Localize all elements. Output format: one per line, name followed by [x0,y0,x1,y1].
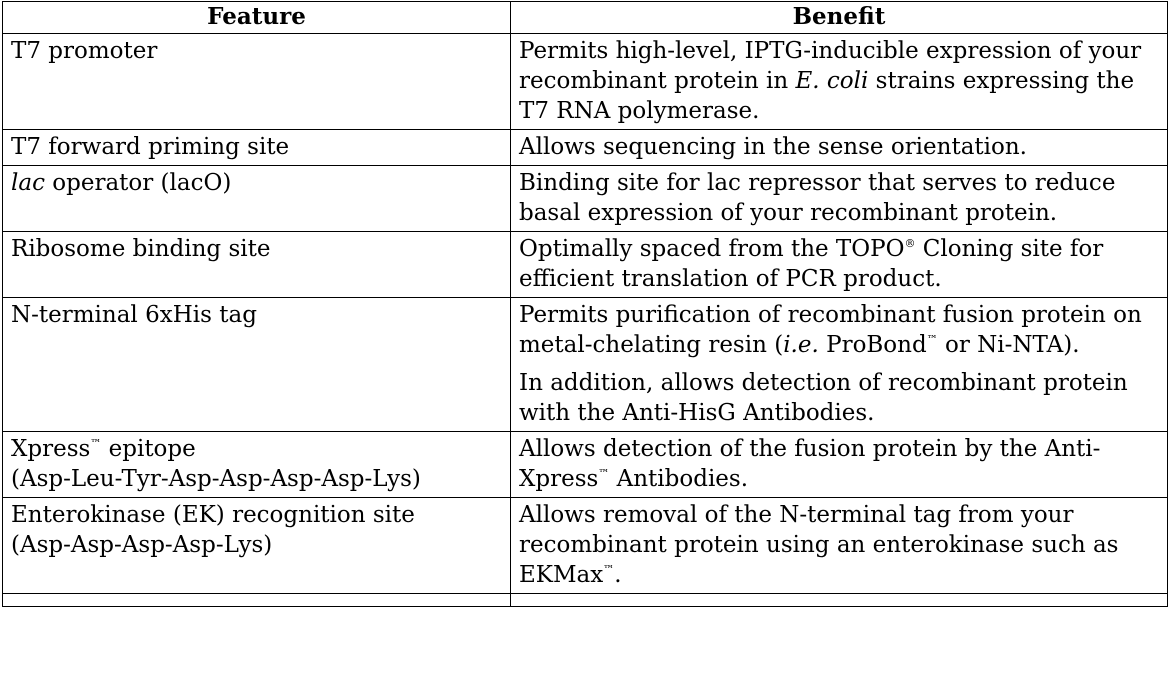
feature-column-header: Feature [2,1,511,34]
feature-line: Enterokinase (EK) recognition site [11,502,415,528]
table-row: Ribosome binding site Optimally spaced f… [2,231,1168,298]
benefit-text-end: strains expressing the T7 RNA polymerase… [519,68,1135,124]
feature-cell: N-terminal 6xHis tag [2,297,511,432]
benefit-text-end: or Ni-NTA). [937,332,1080,358]
feature-text: N-terminal 6xHis tag [11,302,257,328]
feature-text-end: epitope [101,436,196,462]
features-table: Feature Benefit T7 promoter Permits high… [2,1,1168,607]
benefit-text-end: Cloning site for efficient translation o… [519,236,1104,292]
benefit-cell: Optimally spaced from the TOPO® Cloning … [510,231,1168,298]
registered-mark: ® [904,237,916,250]
feature-line: (Asp-Leu-Tyr-Asp-Asp-Asp-Asp-Lys) [11,466,421,492]
table-row: lac operator (lacO) Binding site for lac… [2,165,1168,232]
benefit-italic-text: E. coli [795,68,869,94]
feature-text: T7 forward priming site [11,134,290,160]
benefit-text-end: Antibodies. [609,466,749,492]
benefit-text-end: . [614,562,622,588]
feature-cell: T7 promoter [2,33,511,130]
feature-text: Ribosome binding site [11,236,271,262]
table-header-row: Feature Benefit [2,1,1168,34]
feature-cell-empty [2,593,511,607]
benefit-column-header: Benefit [510,1,1168,34]
feature-cell: Xpress™ epitope (Asp-Leu-Tyr-Asp-Asp-Asp… [2,431,511,498]
trademark-mark: ™ [603,563,615,576]
benefit-text: Permits high-level, IPTG-inducible expre… [519,38,1142,94]
benefit-text: Optimally spaced from the TOPO [519,236,905,262]
trademark-mark: ™ [598,467,610,480]
table-row-partial [2,593,1168,607]
feature-text: operator (lacO) [44,170,232,196]
benefit-text: Allows removal of the N-terminal tag fro… [519,502,1119,588]
benefit-cell: Allows detection of the fusion protein b… [510,431,1168,498]
table-row: T7 forward priming site Allows sequencin… [2,129,1168,166]
feature-text: T7 promoter [11,38,158,64]
benefit-cell: Binding site for lac repressor that serv… [510,165,1168,232]
table-row: Enterokinase (EK) recognition site (Asp-… [2,497,1168,594]
feature-line: (Asp-Asp-Asp-Asp-Lys) [11,532,273,558]
feature-cell: Enterokinase (EK) recognition site (Asp-… [2,497,511,594]
benefit-text: Allows sequencing in the sense orientati… [519,134,1027,160]
feature-italic-text: lac [11,170,45,196]
benefit-text-mid: ProBond [818,332,927,358]
benefit-paragraph: Permits purification of recombinant fusi… [519,300,1159,360]
benefit-text: In addition, allows detection of recombi… [519,370,1128,426]
benefit-cell: Permits purification of recombinant fusi… [510,297,1168,432]
feature-cell: T7 forward priming site [2,129,511,166]
benefit-cell: Allows removal of the N-terminal tag fro… [510,497,1168,594]
benefit-text: Binding site for lac repressor that serv… [519,170,1116,226]
feature-text: Xpress [11,436,91,462]
feature-line: Xpress™ epitope [11,434,502,464]
benefit-text: Permits purification of recombinant fusi… [519,302,1142,358]
feature-cell: lac operator (lacO) [2,165,511,232]
feature-cell: Ribosome binding site [2,231,511,298]
benefit-cell-empty [510,593,1168,607]
table-row: Xpress™ epitope (Asp-Leu-Tyr-Asp-Asp-Asp… [2,431,1168,498]
benefit-italic-text: i.e. [783,332,819,358]
benefit-text: Allows detection of the fusion protein b… [519,436,1101,492]
benefit-paragraph: In addition, allows detection of recombi… [519,368,1159,428]
benefit-cell: Permits high-level, IPTG-inducible expre… [510,33,1168,130]
benefit-cell: Allows sequencing in the sense orientati… [510,129,1168,166]
table-row: T7 promoter Permits high-level, IPTG-ind… [2,33,1168,130]
trademark-mark: ™ [90,437,102,450]
trademark-mark: ™ [926,333,938,346]
table-row: N-terminal 6xHis tag Permits purificatio… [2,297,1168,432]
